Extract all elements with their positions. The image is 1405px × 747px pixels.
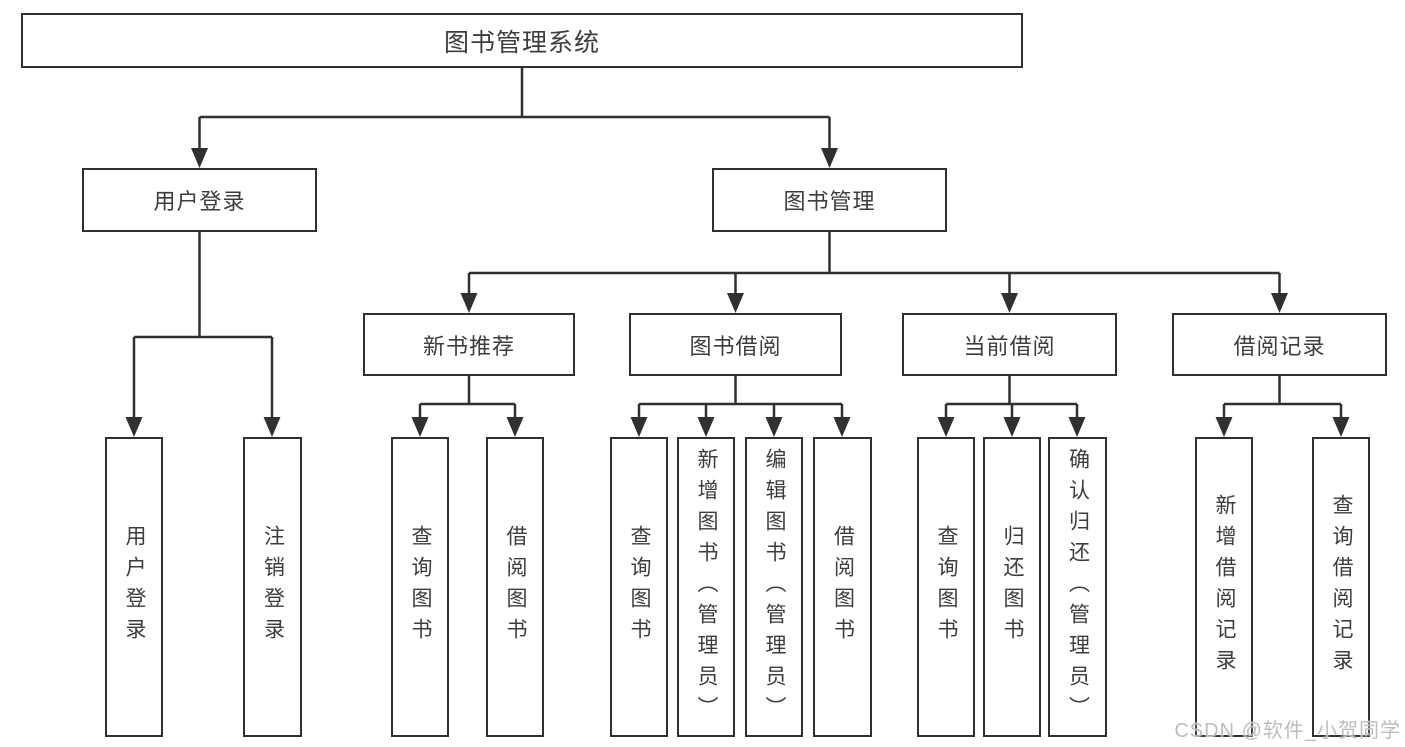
- leaf-add-borrow-record-label: 新增借阅记录: [1213, 494, 1236, 680]
- node-current-borrowing-label: 当前借阅: [963, 333, 1056, 359]
- leaf-edit-book-admin-label: 编辑图书（管理员）: [763, 447, 786, 727]
- leaf-recommend-query-book: 查询图书: [391, 437, 449, 737]
- leaf-query-borrow-record-label: 查询借阅记录: [1330, 494, 1353, 680]
- leaf-user-login: 用户登录: [105, 437, 163, 737]
- leaf-add-book-admin: 新增图书（管理员）: [677, 437, 735, 737]
- leaf-edit-book-admin: 编辑图书（管理员）: [745, 437, 803, 737]
- leaf-add-borrow-record: 新增借阅记录: [1195, 437, 1253, 737]
- leaf-confirm-return-admin-label: 确认归还（管理员）: [1066, 447, 1090, 727]
- node-book-borrowing: 图书借阅: [629, 313, 842, 376]
- leaf-user-login-label: 用户登录: [123, 525, 146, 649]
- leaf-borrowing-query-book-label: 查询图书: [628, 525, 651, 649]
- leaf-borrowing-query-book: 查询图书: [610, 437, 668, 737]
- leaf-recommend-query-book-label: 查询图书: [409, 525, 432, 649]
- node-root: 图书管理系统: [21, 13, 1023, 68]
- node-user-login: 用户登录: [82, 168, 317, 232]
- csdn-watermark: CSDN @软件_小贺同学: [1174, 720, 1401, 742]
- node-root-label: 图书管理系统: [443, 28, 600, 57]
- node-current-borrowing: 当前借阅: [902, 313, 1117, 376]
- leaf-logout: 注销登录: [243, 437, 302, 737]
- leaf-current-query-book: 查询图书: [917, 437, 975, 737]
- node-borrow-records-label: 借阅记录: [1233, 333, 1326, 359]
- node-new-book-recommend: 新书推荐: [363, 313, 575, 376]
- leaf-query-borrow-record: 查询借阅记录: [1312, 437, 1370, 737]
- leaf-borrowing-borrow-book: 借阅图书: [813, 437, 872, 737]
- leaf-return-book-label: 归还图书: [1001, 525, 1024, 649]
- leaf-recommend-borrow-book-label: 借阅图书: [504, 525, 527, 649]
- node-book-management-label: 图书管理: [783, 189, 876, 214]
- node-book-management: 图书管理: [712, 168, 947, 232]
- node-borrow-records: 借阅记录: [1172, 313, 1387, 376]
- leaf-borrowing-borrow-book-label: 借阅图书: [831, 525, 855, 649]
- leaf-add-book-admin-label: 新增图书（管理员）: [695, 447, 718, 727]
- leaf-recommend-borrow-book: 借阅图书: [486, 437, 544, 737]
- node-book-borrowing-label: 图书借阅: [689, 333, 782, 359]
- leaf-current-query-book-label: 查询图书: [935, 525, 958, 649]
- leaf-logout-label: 注销登录: [261, 525, 285, 649]
- node-user-login-label: 用户登录: [153, 189, 246, 214]
- node-new-book-recommend-label: 新书推荐: [422, 333, 515, 359]
- leaf-confirm-return-admin: 确认归还（管理员）: [1048, 437, 1107, 737]
- leaf-return-book: 归还图书: [983, 437, 1041, 737]
